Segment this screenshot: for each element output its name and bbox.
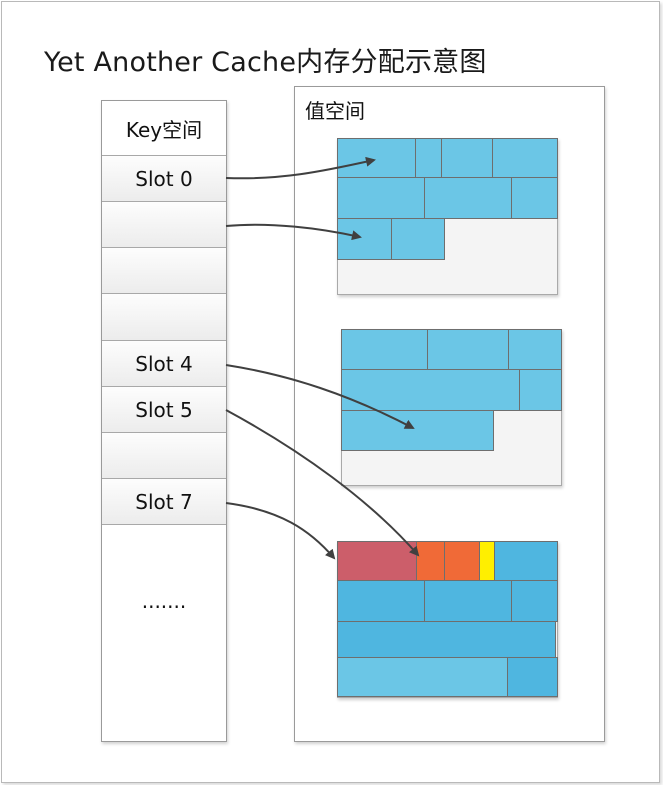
chunk-3-block (424, 580, 512, 622)
chunk-2-block (341, 369, 520, 411)
slot-2 (102, 248, 226, 294)
slot-3 (102, 294, 226, 341)
chunk-1-block (337, 177, 425, 219)
memory-chunk-2 (341, 329, 562, 486)
chunk-2-block (341, 410, 494, 451)
chunk-3-block (337, 657, 508, 697)
chunk-1-block (424, 177, 512, 219)
chunk-1-block (415, 138, 442, 178)
chunk-1-block (492, 138, 558, 178)
chunk-1-block (441, 138, 493, 178)
chunk-1-block (391, 218, 445, 260)
slot-7: Slot 7 (102, 479, 226, 525)
chunk-3-block-yellow (479, 541, 495, 581)
memory-chunk-1 (337, 138, 558, 295)
chunk-2-block (341, 329, 428, 370)
chunk-3-block (494, 541, 558, 581)
key-space-column: Key空间 Slot 0 Slot 4 Slot 5 Slot 7 ......… (101, 100, 227, 742)
chunk-3-block-red (337, 541, 417, 581)
chunk-3-block (337, 621, 556, 658)
chunk-3-block (507, 657, 558, 697)
chunk-2-block (427, 329, 509, 370)
chunk-3-block (511, 580, 558, 622)
diagram-title: Yet Another Cache内存分配示意图 (44, 47, 487, 78)
chunk-1-block (511, 177, 558, 219)
chunk-2-block (508, 329, 562, 370)
key-space-header: Key空间 (102, 101, 226, 156)
key-space-ellipsis: ....... (141, 589, 187, 613)
chunk-2-block (519, 369, 562, 411)
chunk-3-block (337, 580, 425, 622)
chunk-1-block (337, 218, 392, 260)
memory-chunk-3 (337, 541, 558, 698)
chunk-1-block (337, 138, 416, 178)
slot-6 (102, 433, 226, 479)
chunk-3-block-orange (444, 541, 480, 581)
slot-4: Slot 4 (102, 341, 226, 387)
value-space-label: 值空间 (305, 99, 365, 123)
slot-1 (102, 202, 226, 248)
slot-5: Slot 5 (102, 387, 226, 433)
chunk-3-block-orange (416, 541, 445, 581)
slot-0: Slot 0 (102, 156, 226, 202)
